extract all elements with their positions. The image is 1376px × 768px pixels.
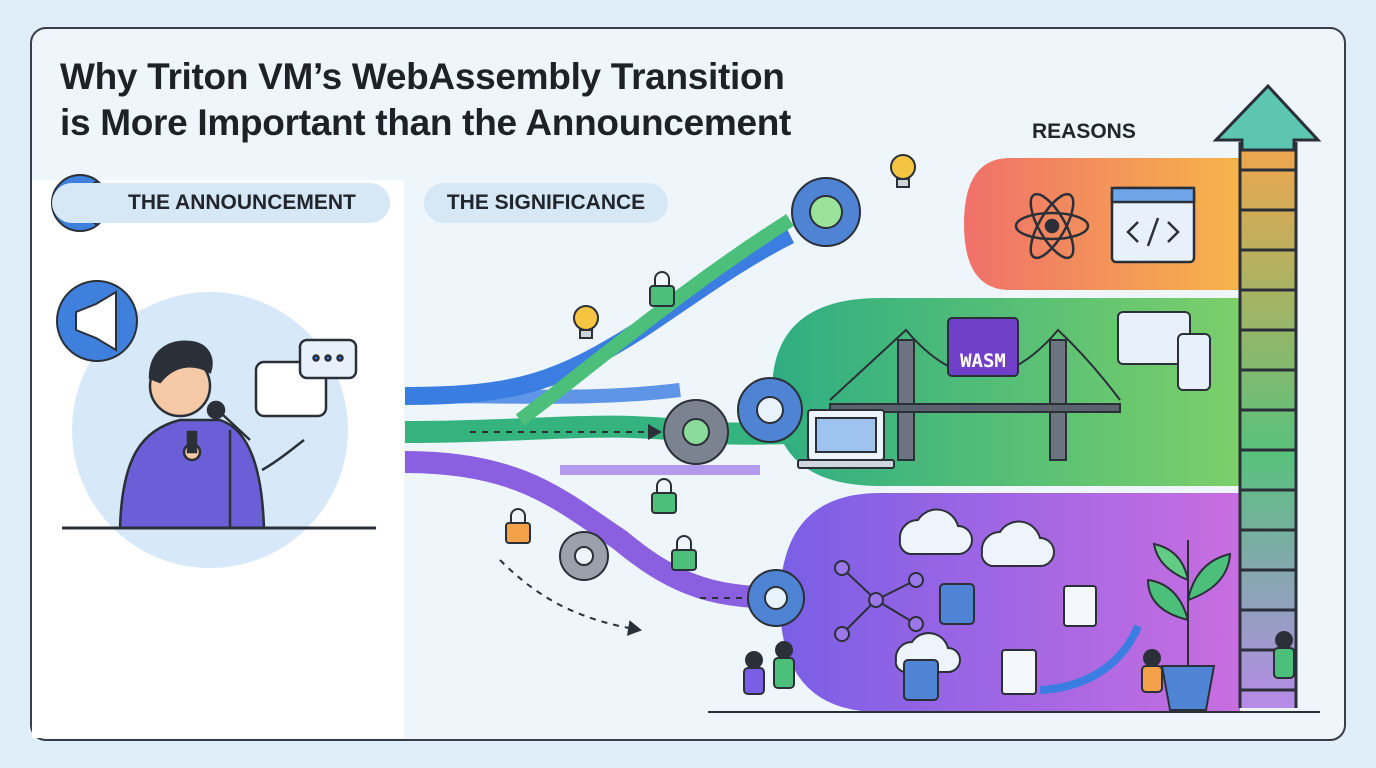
bridge-icon: [829, 328, 1121, 461]
ladder-rails: [1238, 142, 1298, 708]
speech-bubble-icon: [254, 338, 358, 418]
network-icon: [834, 560, 924, 642]
gear-icon-bottom: [559, 531, 805, 627]
growth-arrow: [1039, 624, 1142, 694]
document-icon: [1001, 585, 1097, 695]
lock-icon: [505, 271, 697, 571]
ladder: [1240, 142, 1296, 708]
speaker-figure: [118, 340, 305, 530]
code-window-icon: [1110, 186, 1196, 264]
plant-icon: [1146, 540, 1232, 711]
lightbulb-icon: [573, 154, 916, 339]
page-title: Why Triton VM’s WebAssembly Transition i…: [60, 54, 791, 146]
microphone-icon: [206, 400, 251, 528]
wasm-label: WASM: [960, 350, 1006, 372]
atom-icon: [1014, 192, 1090, 260]
laptop-icon: [797, 409, 895, 469]
people-figures: [743, 631, 1295, 695]
reasons-label: REASONS: [1032, 120, 1136, 143]
phone-icon: [1177, 333, 1211, 391]
announcement-label: THE ANNOUNCEMENT: [52, 183, 390, 223]
up-arrow-icon: [1212, 83, 1322, 152]
gear-icon-middle: [663, 377, 803, 465]
significance-label: THE SIGNIFICANCE: [424, 183, 668, 223]
gear-icon-top: [791, 177, 861, 247]
reason-band-top: [964, 158, 1240, 290]
database-icon: [903, 583, 975, 701]
title-line-2: is More Important than the Announcement: [60, 102, 792, 143]
title-line-1: Why Triton VM’s WebAssembly Transition: [60, 56, 785, 97]
purple-stream: [404, 451, 791, 609]
wasm-badge: [947, 317, 1019, 377]
